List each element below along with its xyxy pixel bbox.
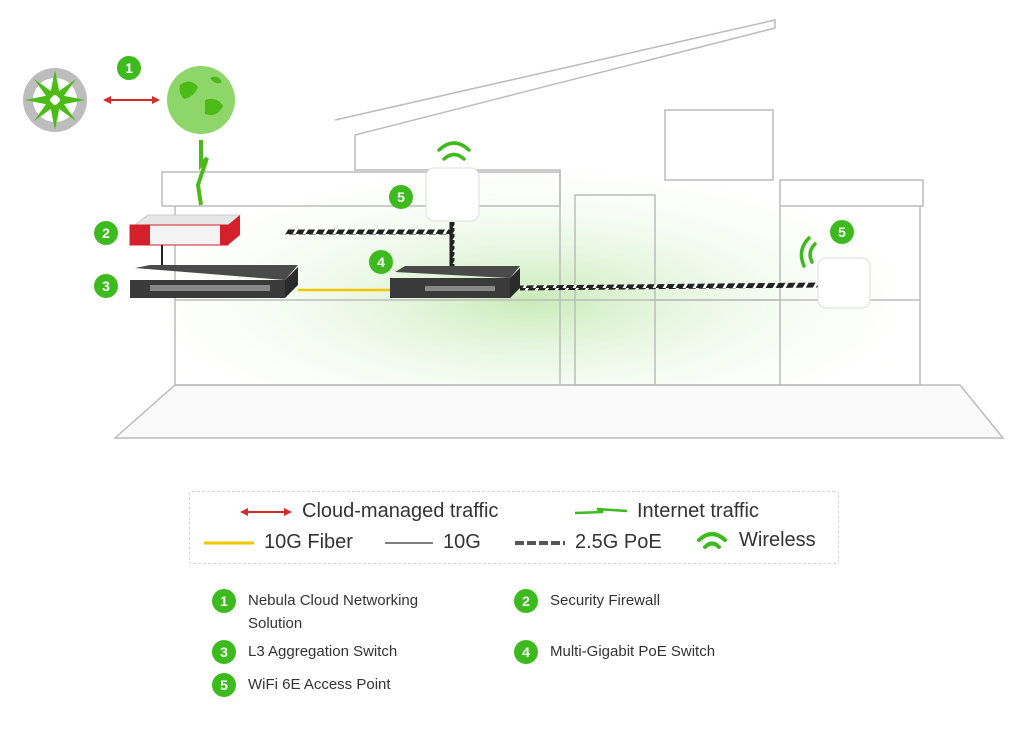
badge: 3 [212, 640, 236, 664]
badge-2: 2 [94, 221, 118, 245]
badge: 2 [514, 589, 538, 613]
cloud-traffic-arrow [103, 96, 160, 104]
nebula-cloud-logo-icon [23, 68, 87, 132]
legend-fiber: 10G Fiber [204, 531, 353, 554]
key-item-5: 5 WiFi 6E Access Point [212, 673, 492, 697]
badge-5-top: 5 [389, 185, 413, 209]
legend-cloud-traffic: Cloud-managed traffic [240, 500, 498, 523]
badge: 4 [514, 640, 538, 664]
legend-label: Internet traffic [637, 500, 759, 522]
badge: 1 [212, 589, 236, 613]
key-item-1: 1 Nebula Cloud Networking Solution [212, 589, 492, 635]
building-illustration [113, 19, 1005, 439]
badge: 5 [212, 673, 236, 697]
badge-3: 3 [94, 274, 118, 298]
key-label-line2: Solution [248, 615, 303, 632]
yellow-line-icon [204, 541, 254, 544]
access-point-device-right [817, 257, 871, 309]
badge-4: 4 [369, 250, 393, 274]
key-item-2: 2 Security Firewall [514, 589, 794, 613]
legend-10g: 10G [385, 531, 481, 554]
globe-icon [167, 66, 235, 134]
wifi-icon [697, 531, 727, 549]
green-bolt-icon [575, 507, 627, 514]
key-label: Security Firewall [550, 592, 661, 609]
poe-link-right [519, 282, 819, 291]
legend-label: 2.5G PoE [575, 531, 662, 553]
dashed-line-icon [515, 540, 565, 545]
key-item-4: 4 Multi-Gigabit PoE Switch [514, 640, 794, 664]
legend-label: Wireless [739, 529, 816, 551]
legend: Cloud-managed traffic Internet traffic 1… [189, 491, 839, 564]
legend-label: 10G [443, 531, 481, 553]
black-line-icon [385, 541, 433, 544]
key-item-3: 3 L3 Aggregation Switch [212, 640, 492, 664]
wifi-icon [799, 236, 817, 268]
legend-label: Cloud-managed traffic [302, 500, 499, 522]
key-label: Nebula Cloud Networking [248, 592, 419, 609]
poe-switch-device [390, 266, 520, 298]
aggregation-switch-device [130, 265, 298, 298]
internet-traffic-bolt [195, 140, 209, 206]
legend-wireless: Wireless [695, 529, 816, 552]
red-double-arrow-icon [240, 507, 292, 516]
wifi-icon [437, 141, 471, 161]
legend-poe: 2.5G PoE [515, 531, 662, 554]
badge-5-right: 5 [830, 220, 854, 244]
legend-label: 10G Fiber [264, 531, 353, 553]
legend-internet-traffic: Internet traffic [575, 500, 759, 523]
key-label: Multi-Gigabit PoE Switch [550, 643, 716, 660]
network-diagram [23, 19, 1005, 439]
access-point-device-top [425, 167, 480, 222]
firewall-device [129, 214, 242, 246]
badge-1: 1 [117, 56, 141, 80]
key-label: WiFi 6E Access Point [248, 676, 391, 693]
key-label: L3 Aggregation Switch [248, 643, 398, 660]
